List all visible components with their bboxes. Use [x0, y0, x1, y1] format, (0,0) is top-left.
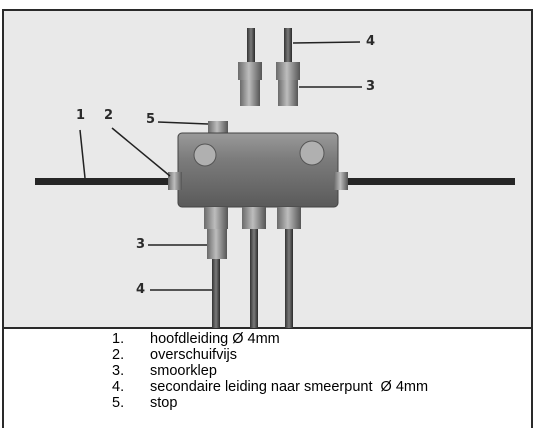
legend-text: smoorklep: [150, 363, 217, 379]
bottom-throttle-1: [207, 229, 227, 259]
legend-text: stop: [150, 395, 178, 411]
block-screw-left: [193, 143, 217, 167]
top-nut-right: [276, 62, 300, 80]
sleeve-left: [168, 172, 182, 190]
bottom-pipe-3: [285, 229, 293, 328]
legend-item: 3. smoorklep: [112, 363, 428, 379]
bottom-nut-2: [242, 207, 266, 229]
legend-text: overschuifvijs: [150, 347, 238, 363]
block-screw-right: [299, 140, 325, 166]
callout-3-bottom: 3: [136, 237, 146, 252]
leader-5: [157, 121, 209, 125]
legend-item: 2. overschuifvijs: [112, 347, 428, 363]
leader-2: [111, 127, 171, 177]
callout-5: 5: [146, 112, 156, 127]
bottom-nut-1: [204, 207, 228, 229]
leader-1: [79, 129, 86, 179]
stop-plug: [208, 121, 228, 136]
legend-text: hoofdleiding Ø 4mm: [150, 331, 280, 347]
legend-number: 1.: [112, 331, 125, 347]
top-pipe-left: [247, 28, 255, 80]
legend-number: 5.: [112, 395, 125, 411]
legend-number: 4.: [112, 379, 125, 395]
top-nut-left: [238, 62, 262, 80]
callout-1: 1: [76, 108, 86, 123]
leader-4-top: [292, 41, 361, 44]
legend-item: 5. stop: [112, 395, 428, 411]
bottom-pipe-1: [212, 259, 220, 328]
legend-item: 1. hoofdleiding Ø 4mm: [112, 331, 428, 347]
top-throttle-left: [240, 80, 260, 106]
legend-number: 3.: [112, 363, 125, 379]
callout-2: 2: [104, 108, 114, 123]
bottom-nut-3: [277, 207, 301, 229]
legend-list: 1. hoofdleiding Ø 4mm 2. overschuifvijs 3.…: [112, 331, 428, 411]
top-throttle-right: [278, 80, 298, 106]
sleeve-right: [334, 172, 348, 190]
legend-item: 4. secondaire leiding naar smeerpunt Ø 4m…: [112, 379, 428, 395]
callout-3-top: 3: [366, 79, 376, 94]
top-pipe-right: [284, 28, 292, 80]
bottom-pipe-2: [250, 229, 258, 328]
callout-4-bottom: 4: [136, 282, 146, 297]
legend-number: 2.: [112, 347, 125, 363]
legend-text: secondaire leiding naar smeerpunt Ø 4mm: [150, 379, 429, 395]
callout-4-top: 4: [366, 34, 376, 49]
